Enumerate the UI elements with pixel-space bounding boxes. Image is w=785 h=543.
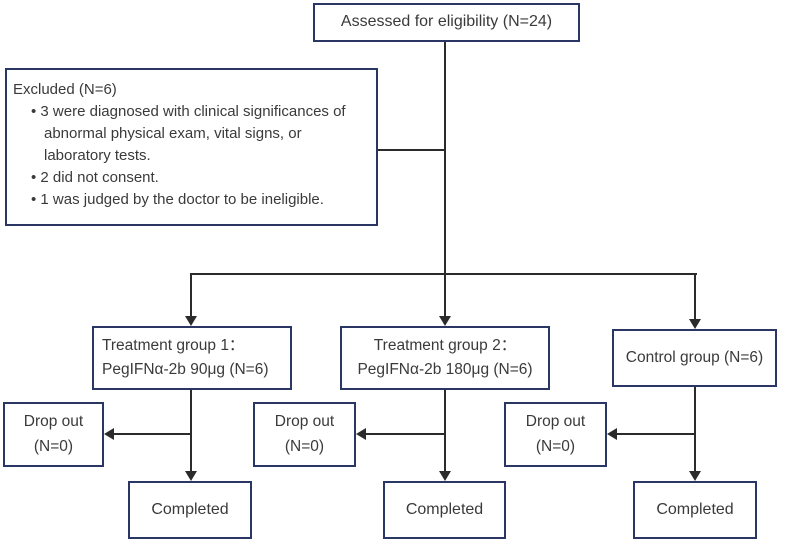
connector-down-treatment-1 xyxy=(190,273,192,317)
connector-branch-horizontal xyxy=(190,273,697,275)
completed-label: Completed xyxy=(405,500,484,518)
connector-to-dropout-1 xyxy=(113,433,191,435)
excluded-reason: 1 was judged by the doctor to be ineligi… xyxy=(31,189,372,211)
connector-to-excluded xyxy=(378,149,445,151)
control-group-box: Control group (N=6) xyxy=(612,329,777,387)
excluded-title: Excluded (N=6) xyxy=(13,81,117,98)
excluded-box: Excluded (N=6) 3 were diagnosed with cli… xyxy=(5,68,378,226)
dropout-label: Drop out xyxy=(23,413,84,431)
arrowhead-into-control xyxy=(689,319,701,329)
arrowhead-into-dropout-3 xyxy=(607,428,617,440)
connector-down-control xyxy=(694,273,696,320)
completed-box-control: Completed xyxy=(633,481,757,539)
treatment-group-2-box: Treatment group 2： PegIFNα-2b 180μg (N=6… xyxy=(340,326,550,390)
completed-label: Completed xyxy=(656,500,734,518)
completed-box-group-1: Completed xyxy=(128,481,252,539)
connector-treatment-2-down xyxy=(444,390,446,472)
arrowhead-into-completed-3 xyxy=(689,471,701,481)
dropout-count: (N=0) xyxy=(33,437,74,455)
assessed-label: Assessed for eligibility (N=24) xyxy=(340,13,553,31)
connector-control-down xyxy=(694,387,696,472)
dropout-count: (N=0) xyxy=(535,437,576,455)
treatment-group-1-box: Treatment group 1： PegIFNα-2b 90μg (N=6) xyxy=(92,326,292,390)
dropout-count: (N=0) xyxy=(284,437,325,455)
completed-box-group-2: Completed xyxy=(383,481,506,539)
excluded-reason-list: 3 were diagnosed with clinical significa… xyxy=(13,101,372,211)
dropout-label: Drop out xyxy=(525,413,586,431)
treatment-group-1-dose: PegIFNα-2b 90μg (N=6) xyxy=(102,361,269,378)
control-group-label: Control group (N=6) xyxy=(625,348,764,366)
connector-to-dropout-3 xyxy=(616,433,695,435)
arrowhead-into-dropout-2 xyxy=(356,428,366,440)
excluded-reason: 3 were diagnosed with clinical significa… xyxy=(31,101,372,167)
dropout-box-group-1: Drop out (N=0) xyxy=(3,402,104,467)
arrowhead-into-completed-2 xyxy=(439,471,451,481)
treatment-group-2-title: Treatment group 2： xyxy=(373,336,517,354)
connector-treatment-1-down xyxy=(190,390,192,472)
connector-to-dropout-2 xyxy=(365,433,445,435)
treatment-group-1-title: Treatment group 1： xyxy=(102,336,245,354)
dropout-label: Drop out xyxy=(274,413,335,431)
assessed-for-eligibility-box: Assessed for eligibility (N=24) xyxy=(313,3,580,42)
connector-down-treatment-2 xyxy=(444,273,446,317)
completed-label: Completed xyxy=(151,500,229,518)
arrowhead-into-treatment-1 xyxy=(185,316,197,326)
excluded-reason: 2 did not consent. xyxy=(31,167,372,189)
arrowhead-into-completed-1 xyxy=(185,471,197,481)
arrowhead-into-dropout-1 xyxy=(104,428,114,440)
dropout-box-control: Drop out (N=0) xyxy=(504,402,607,467)
arrowhead-into-treatment-2 xyxy=(439,316,451,326)
treatment-group-2-dose: PegIFNα-2b 180μg (N=6) xyxy=(357,361,533,378)
connector-assessed-down xyxy=(444,42,446,274)
dropout-box-group-2: Drop out (N=0) xyxy=(253,402,356,467)
